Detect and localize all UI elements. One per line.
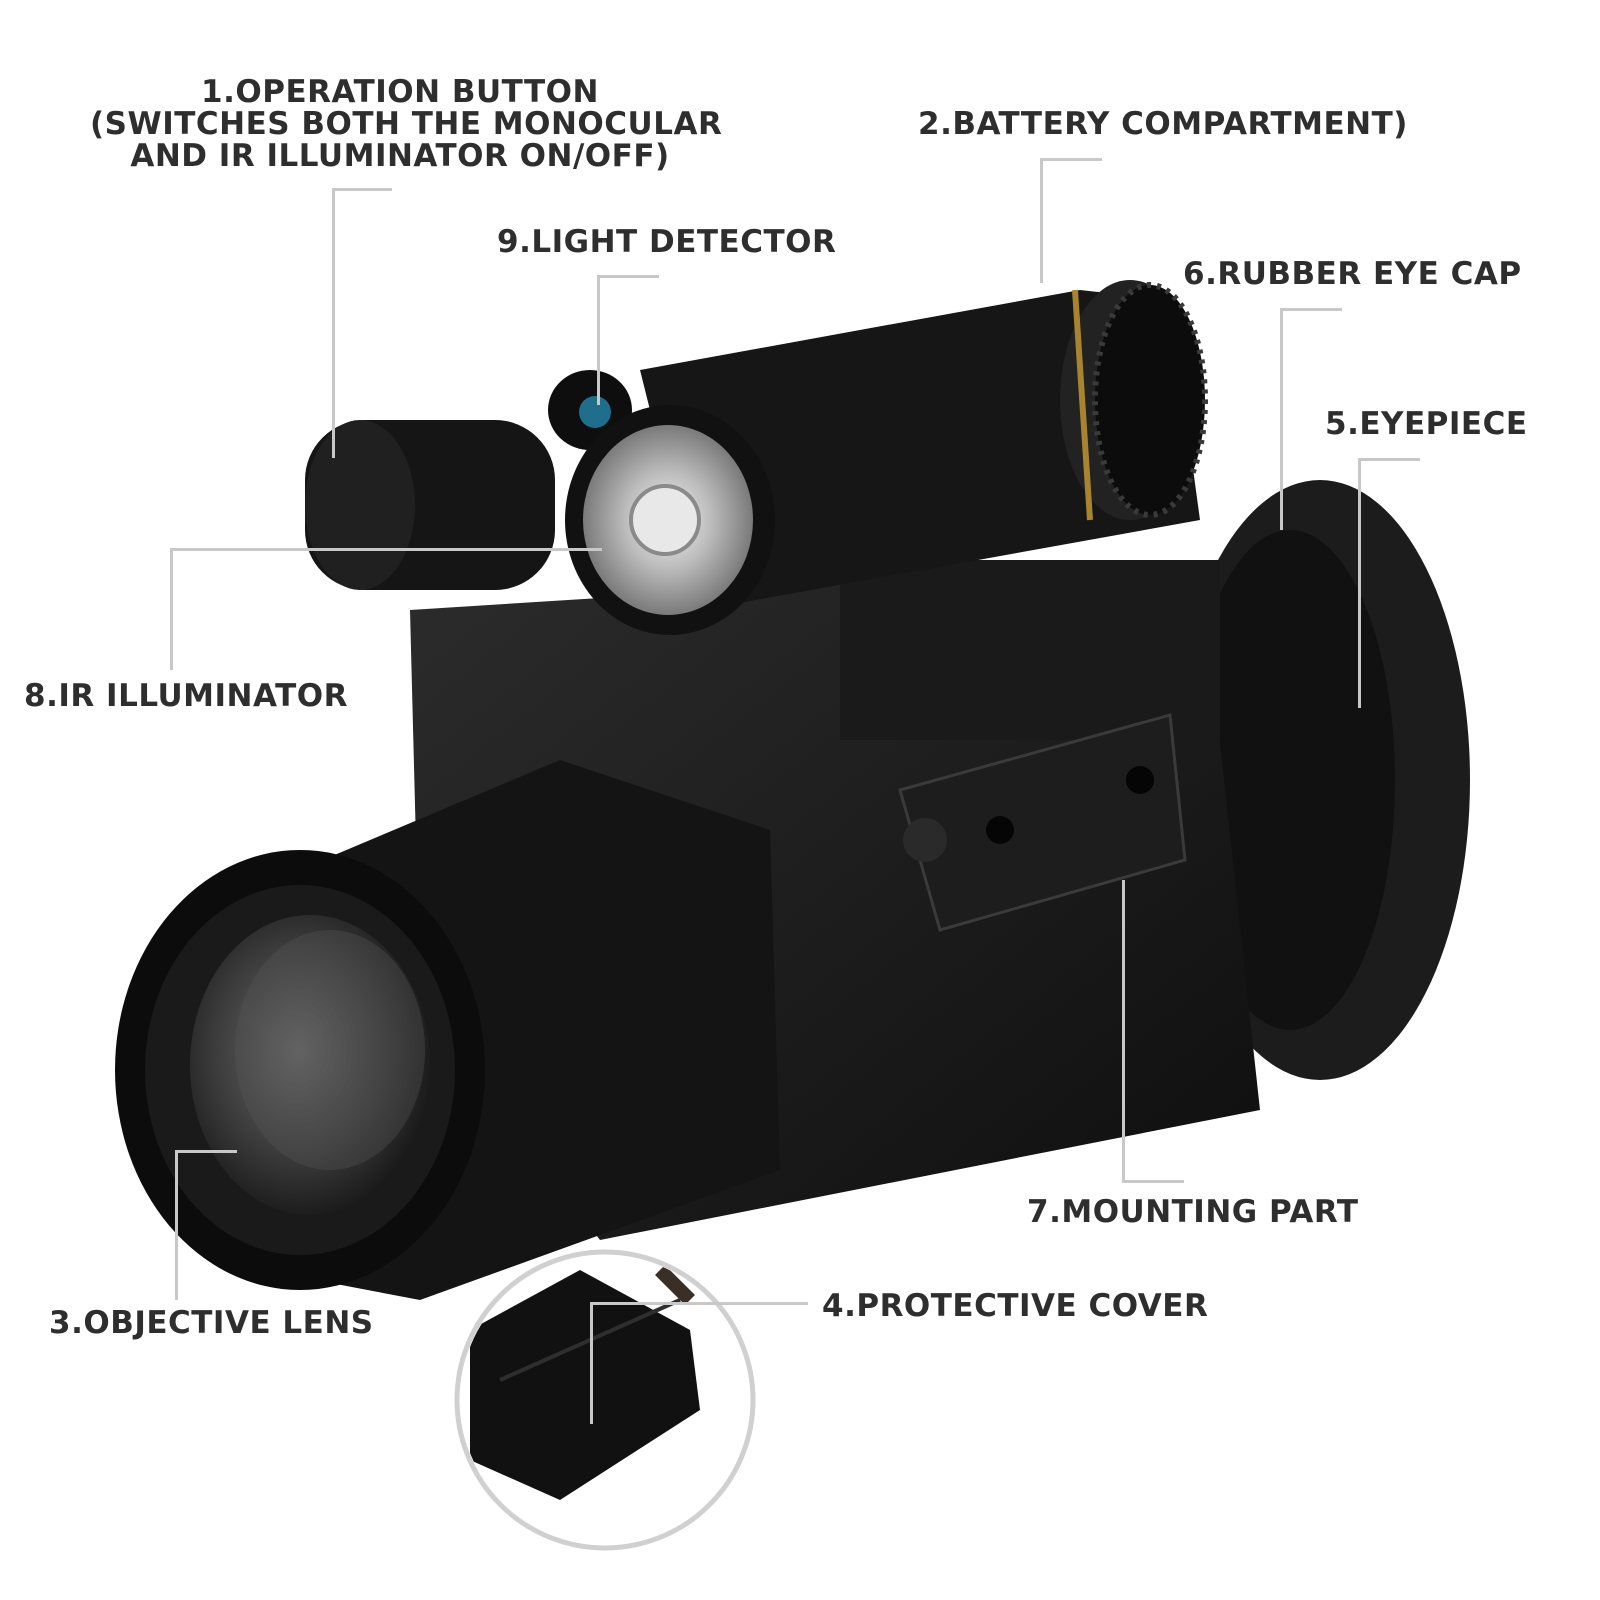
leader-line-battery-v: [1040, 158, 1043, 283]
leader-line-ir-illuminator: [170, 548, 602, 551]
leader-line-operation-button: [332, 188, 392, 191]
objective-barrel-shape: [115, 760, 780, 1300]
battery-compartment-shape: [640, 280, 1208, 610]
leader-line-mounting: [1122, 1180, 1184, 1183]
leader-line-light-detector: [597, 275, 659, 278]
label-rubber-eye-cap: 6.RUBBER EYE CAP: [1183, 256, 1522, 292]
label-objective-lens: 3.OBJECTIVE LENS: [49, 1305, 374, 1341]
label-protective-cover: 4.PROTECTIVE COVER: [822, 1288, 1209, 1324]
leader-line-eyepiece: [1358, 458, 1420, 461]
label-mounting-part: 7.MOUNTING PART: [1027, 1194, 1359, 1230]
leader-line-ir-illuminator-v: [170, 548, 173, 670]
label-operation-button-line2: (SWITCHES BOTH THE MONOCULAR: [90, 106, 723, 142]
label-battery-compartment: 2.BATTERY COMPARTMENT): [918, 106, 1408, 142]
mounting-part-shape: [898, 713, 1187, 932]
leader-line-eyepiece-v: [1358, 458, 1361, 708]
leader-line-mounting-v: [1122, 880, 1125, 1182]
label-operation-button-line3: AND IR ILLUMINATOR ON/OFF): [130, 138, 670, 174]
leader-line-battery: [1040, 158, 1102, 161]
label-light-detector: 9.LIGHT DETECTOR: [497, 224, 837, 260]
leader-line-objective-v: [175, 1150, 178, 1300]
leader-line-objective: [175, 1150, 237, 1153]
label-operation-button: 1.OPERATION BUTTON (SWITCHES BOTH THE MO…: [90, 74, 723, 174]
rubber-eye-cap-shape: [1170, 480, 1470, 1080]
ir-illuminator-shape: [565, 405, 775, 635]
leader-line-light-detector-v: [597, 275, 600, 405]
leader-line-protective-cover: [590, 1302, 808, 1305]
label-operation-button-line1: 1.OPERATION BUTTON: [201, 74, 599, 110]
label-eyepiece: 5.EYEPIECE: [1325, 406, 1528, 442]
leader-line-eye-cap: [1280, 308, 1342, 311]
label-ir-illuminator: 8.IR ILLUMINATOR: [24, 678, 348, 714]
leader-line-eye-cap-v: [1280, 308, 1283, 530]
operation-button-shape: [305, 420, 555, 590]
protective-cover-inset: [454, 1249, 756, 1551]
leader-line-operation-button-v: [332, 188, 335, 458]
leader-line-protective-cover-v: [590, 1302, 593, 1424]
